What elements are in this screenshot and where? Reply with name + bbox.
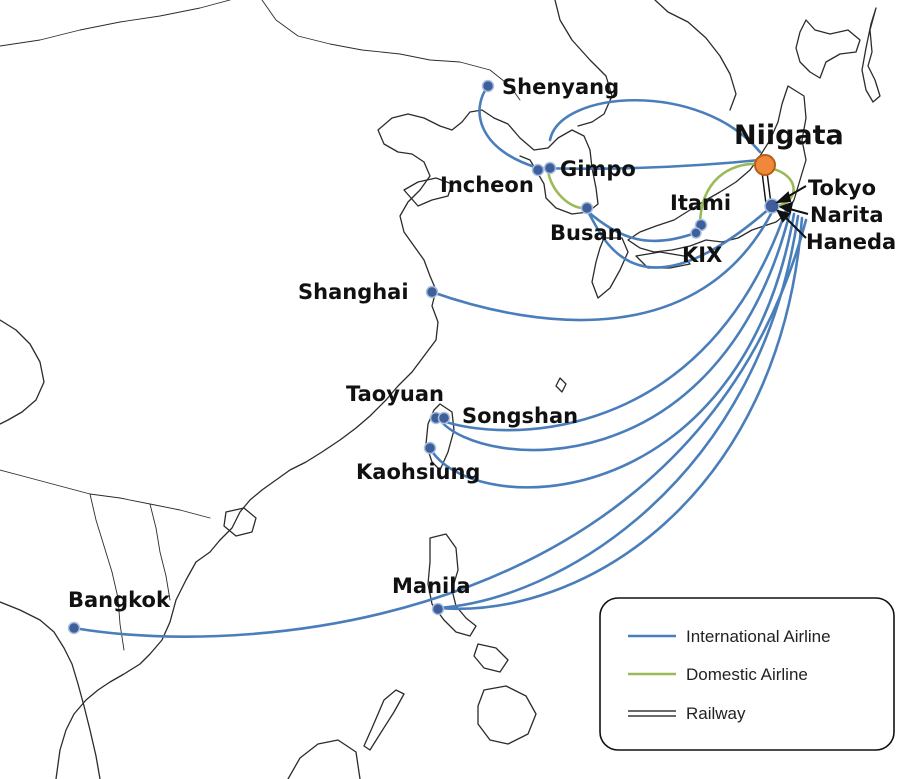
border-line-4: [89, 493, 125, 651]
route-shanghai-narita: [430, 210, 774, 322]
border-line-1: [0, 0, 231, 47]
route-busan-kix: [584, 208, 700, 243]
route-incheon-niigata: [538, 158, 762, 171]
coastline-russia-coast: [654, 0, 737, 111]
city-labels: Niigata Shenyang Gimpo Incheon Busan Ita…: [68, 75, 896, 612]
coastline-indochina: [55, 539, 221, 779]
label-haneda: Haneda: [806, 230, 896, 254]
border-line-5: [149, 503, 171, 601]
dot-kix[interactable]: [690, 227, 702, 239]
pointer-haneda-head: [776, 209, 791, 223]
coastline-mainland-north: [554, 0, 613, 127]
label-incheon: Incheon: [440, 173, 534, 197]
dot-songshan[interactable]: [437, 411, 451, 425]
label-bangkok: Bangkok: [68, 588, 171, 612]
label-busan: Busan: [550, 221, 623, 245]
label-narita: Narita: [810, 203, 884, 227]
international-routes: [72, 84, 808, 638]
dot-gimpo[interactable]: [543, 161, 557, 175]
route-busan-tokyo: [584, 206, 772, 269]
dot-shanghai[interactable]: [425, 285, 439, 299]
dot-kaohsiung[interactable]: [423, 441, 437, 455]
airport-pointers: [775, 185, 809, 239]
label-kaohsiung: Kaohsiung: [356, 460, 480, 484]
coastline-kyushu: [591, 237, 629, 299]
route-shenyang-incheon: [478, 84, 540, 170]
label-tokyo: Tokyo: [808, 176, 876, 200]
coastline-borneo: [287, 739, 361, 779]
label-shenyang: Shenyang: [502, 75, 619, 99]
coastline-liaodong: [219, 109, 495, 541]
route-manila-narita-1: [436, 214, 800, 610]
dot-manila[interactable]: [431, 602, 445, 616]
label-gimpo: Gimpo: [560, 157, 636, 181]
dot-busan[interactable]: [580, 201, 594, 215]
dot-incheon[interactable]: [531, 163, 545, 177]
route-taoyuan-narita-2: [438, 210, 792, 452]
border-line-3: [0, 469, 211, 519]
label-songshan: Songshan: [462, 404, 578, 428]
coastline-gulf-of-thailand: [0, 601, 101, 779]
route-niigata-shenyang: [548, 99, 762, 154]
route-manila-narita-2: [436, 216, 804, 611]
coastline-korea: [493, 117, 599, 215]
legend-label-domestic: Domestic Airline: [686, 665, 808, 684]
label-itami: Itami: [670, 191, 731, 215]
coastlines: [0, 0, 881, 779]
border-line-2: [261, 0, 521, 101]
legend-label-international: International Airline: [686, 627, 831, 646]
coastline-west: [0, 319, 45, 425]
dot-bangkok[interactable]: [67, 621, 81, 635]
coastline-honshu: [627, 85, 807, 253]
route-niigata-tokyo-green: [768, 166, 795, 208]
coastline-ryukyu: [555, 377, 567, 393]
pointer-narita-head: [778, 201, 794, 214]
dot-tokyo-narita-haneda[interactable]: [764, 198, 780, 214]
legend-label-railway: Railway: [686, 704, 746, 723]
dot-shenyang[interactable]: [481, 79, 495, 93]
label-niigata: Niigata: [734, 120, 844, 151]
coastline-visayas: [473, 643, 509, 673]
pointer-tokyo-head: [775, 191, 792, 204]
route-taoyuan-narita-1: [434, 208, 788, 432]
label-taoyuan: Taoyuan: [346, 382, 444, 406]
coastline-sakhalin: [861, 7, 881, 103]
label-manila: Manila: [392, 574, 471, 598]
coastline-palawan: [363, 689, 405, 751]
coastline-luzon: [427, 533, 477, 637]
route-niigata-itami: [698, 162, 762, 228]
route-bangkok-narita: [72, 218, 808, 638]
dot-niigata-hub[interactable]: [754, 154, 776, 176]
railway-niigata-tokyo-1: [761, 171, 767, 205]
coastline-hainan: [223, 507, 257, 537]
label-shanghai: Shanghai: [298, 280, 409, 304]
label-kix: KIX: [682, 243, 722, 267]
coastline-shandong: [403, 177, 453, 207]
legend: International Airline Domestic Airline R…: [599, 597, 895, 751]
coastline-hokkaido: [795, 19, 861, 79]
city-dots: [67, 79, 780, 635]
route-kaohsiung-narita: [428, 212, 796, 489]
coastline-mindanao: [477, 685, 537, 745]
